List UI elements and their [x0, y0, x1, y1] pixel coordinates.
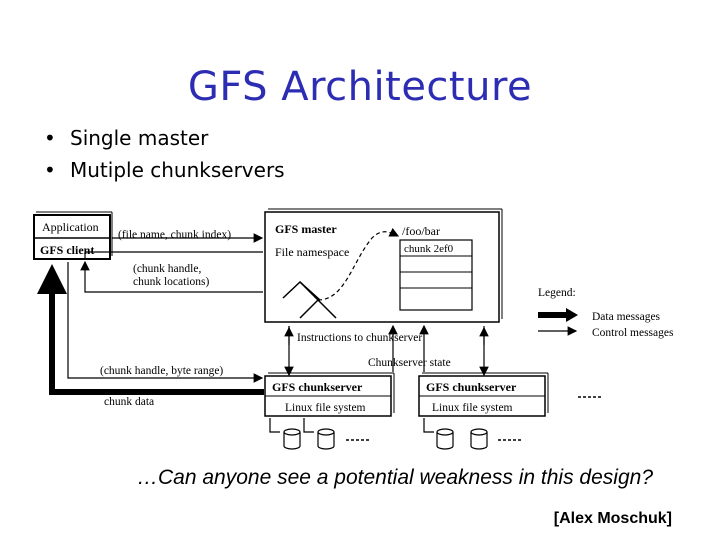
linux-fs-label-1: Linux file system	[285, 402, 366, 414]
disk-icon	[317, 428, 335, 450]
bullet-item: • Single master	[44, 122, 285, 154]
question-text: …Can anyone see a potential weakness in …	[137, 466, 653, 489]
chunkserver-label-1: GFS chunkserver	[272, 380, 363, 394]
chunkserver-label-2: GFS chunkserver	[426, 380, 517, 394]
chunkserver-box-2: GFS chunkserver Linux file system	[418, 372, 549, 433]
legend: Legend: Data messages Control messages	[538, 287, 674, 339]
bullet-list: • Single master • Mutiple chunkservers	[44, 122, 285, 186]
legend-data-label: Data messages	[592, 311, 661, 323]
chunkserver-box-1: GFS chunkserver Linux file system	[264, 372, 395, 433]
chunk-data-arrow	[37, 264, 264, 395]
chunk-data-label: chunk data	[104, 396, 154, 408]
chunk-id-label: chunk 2ef0	[404, 243, 454, 255]
credit-text: [Alex Moschuk]	[553, 510, 672, 527]
instructions-label: Instructions to chunkserver	[297, 332, 422, 344]
bullet-dot: •	[44, 158, 56, 182]
data-request-arrow	[67, 262, 264, 383]
linux-fs-label-2: Linux file system	[432, 402, 513, 414]
application-label: Application	[42, 220, 99, 234]
chunk-table	[399, 239, 473, 311]
master-box: GFS master File namespace /foo/bar chunk…	[264, 208, 503, 323]
gfs-client-label: GFS client	[40, 243, 94, 257]
legend-title: Legend:	[538, 287, 576, 299]
bullet-text: Single master	[70, 126, 209, 150]
disk-icon	[283, 428, 301, 450]
path-label: /foo/bar	[402, 224, 440, 238]
namespace-label: File namespace	[275, 245, 349, 259]
disk-icon	[470, 428, 488, 450]
data-request-label: (chunk handle, byte range)	[100, 365, 223, 377]
disk-icon	[436, 428, 454, 450]
bullet-text: Mutiple chunkservers	[70, 158, 285, 182]
chunkserver-state-label: Chunkserver state	[368, 357, 451, 369]
bullet-item: • Mutiple chunkservers	[44, 154, 285, 186]
legend-control-label: Control messages	[592, 327, 674, 339]
master-label: GFS master	[275, 222, 337, 236]
request-label: (file name, chunk index)	[118, 229, 231, 241]
reply-arrow	[80, 260, 263, 293]
slide-title: GFS Architecture	[187, 64, 533, 110]
reply-label-2: chunk locations)	[133, 276, 209, 288]
namespace-link	[317, 227, 400, 301]
bullet-dot: •	[44, 126, 56, 150]
reply-label-1: (chunk handle,	[133, 263, 201, 275]
